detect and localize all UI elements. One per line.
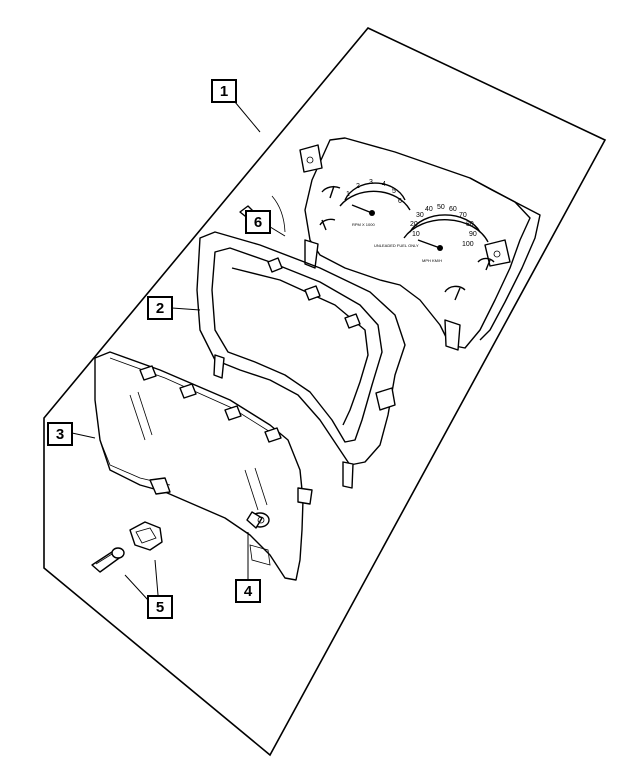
bulb-socket-5: [91, 521, 163, 573]
callout-2: 2: [147, 296, 173, 320]
callout-1-label: 1: [220, 83, 228, 100]
assembly-boundary: [43, 27, 607, 757]
speedo-tick-60: 60: [449, 206, 457, 213]
callout-3: 3: [47, 422, 73, 446]
speedo-tick-20: 20: [410, 221, 418, 228]
callout-6: 6: [245, 210, 271, 234]
cluster-lens: [94, 351, 313, 581]
callout-2-label: 2: [156, 300, 164, 317]
callout-4: 4: [235, 579, 261, 603]
cluster-bezel: [196, 231, 406, 489]
callout-5-label: 5: [156, 599, 164, 616]
cluster-housing: 1 2 3 4 5 6 RPM X 1000 10 20 30 40 50 60: [299, 137, 541, 351]
right-small-gauges: [444, 257, 495, 301]
callout-5: 5: [147, 595, 173, 619]
callout-1: 1: [211, 79, 237, 103]
speedo-tick-100: 100: [462, 241, 474, 248]
tach-tick-5: 5: [392, 188, 396, 195]
callout-6-label: 6: [254, 214, 262, 231]
tach-tick-4: 4: [382, 181, 386, 188]
speedo-unit-label: MPH KM/H: [422, 258, 442, 263]
fuel-notice-label: UNLEADED FUEL ONLY: [374, 243, 419, 248]
speedometer-gauge: 10 20 30 40 50 60 70 80 90 100 MPH KM/H: [403, 204, 489, 263]
tach-tick-2: 2: [356, 183, 360, 190]
tach-tick-1: 1: [346, 191, 350, 198]
speedo-tick-30: 30: [416, 212, 424, 219]
callout-4-label: 4: [244, 583, 253, 600]
bulb-socket-4: [246, 511, 270, 529]
tach-unit-label: RPM X 1000: [352, 222, 375, 227]
tach-tick-3: 3: [369, 179, 373, 186]
speedo-tick-90: 90: [469, 231, 477, 238]
left-small-gauges: [319, 185, 341, 231]
speedo-tick-40: 40: [425, 206, 433, 213]
speedo-tick-80: 80: [466, 221, 474, 228]
callout-3-label: 3: [56, 426, 64, 443]
tach-tick-6: 6: [398, 198, 402, 205]
leader-lines: [71, 101, 286, 601]
speedo-tick-50: 50: [437, 204, 445, 211]
speedo-tick-70: 70: [459, 212, 467, 219]
speedo-tick-10: 10: [412, 231, 420, 238]
tachometer-gauge: 1 2 3 4 5 6 RPM X 1000: [339, 179, 411, 227]
